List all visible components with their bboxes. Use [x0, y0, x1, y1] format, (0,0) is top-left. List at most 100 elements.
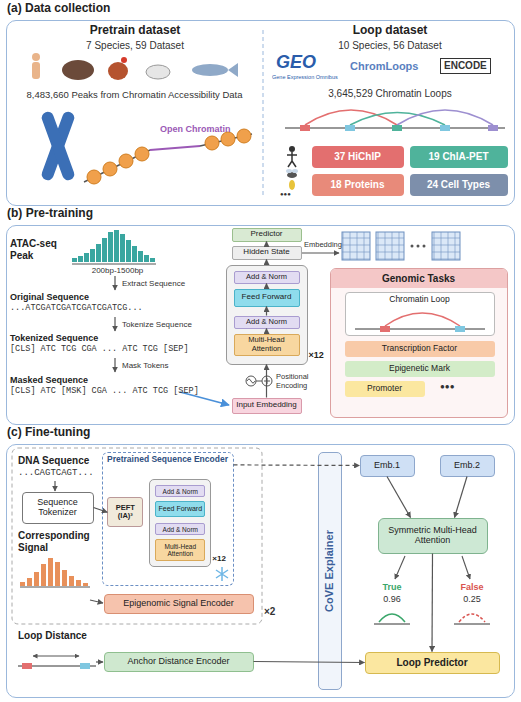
node-text: Promoter	[365, 384, 404, 393]
flow-arrow	[266, 365, 267, 398]
node-text: Add & Norm	[244, 273, 289, 281]
flow-arrow	[266, 260, 267, 265]
text-label: 10 Species, 56 Dataset	[270, 40, 510, 52]
task-box: Chromatin Loop	[345, 292, 495, 336]
node-text: Symmetric Multi-Head Attention	[379, 526, 487, 546]
node-text: PEFT (IA)³	[108, 504, 142, 521]
text-label: ...ATCGATCGATCGATCGATCG...	[10, 304, 210, 314]
encoder-block: ×12Add & NormFeed ForwardAdd & NormMulti…	[149, 479, 211, 567]
node-text: 18 Proteins	[329, 179, 387, 190]
text-label: Loop Distance	[18, 630, 98, 642]
node-text: (c) Fine-tuning	[7, 426, 90, 439]
node-text: Hidden State	[241, 248, 291, 257]
node-text: Loop Predictor	[394, 657, 469, 668]
text-label: Positional Encoding	[276, 373, 326, 390]
text-label: Pretrain dataset	[20, 24, 250, 38]
flow-arrow	[266, 242, 267, 246]
node-text: 37 HiChIP	[332, 151, 383, 162]
node-text: Add & Norm	[161, 488, 200, 495]
embedding-box: Emb.2	[440, 455, 495, 477]
node-text: Input Embedding	[234, 401, 299, 410]
text-label: Original Sequence	[10, 292, 130, 302]
text-label: ×2	[264, 606, 288, 618]
text-label: 8,483,660 Peaks from Chromatin Accessibi…	[12, 90, 257, 101]
text-label: 200bp-1500bp	[70, 266, 165, 275]
node-text: Feed Forward	[240, 293, 294, 302]
layer-box: Feed Forward	[234, 289, 300, 307]
flow-arrow	[387, 477, 411, 518]
layer-box: Multi-Head Attention	[234, 334, 300, 356]
node-text: ×12	[309, 351, 324, 361]
layer-box: Multi-Head Attention	[155, 539, 205, 561]
count-box: 24 Cell Types	[410, 174, 508, 196]
node-text: Add & Norm	[244, 318, 289, 326]
text-label: 0.25	[452, 594, 492, 604]
count-box: 19 ChIA-PET	[410, 146, 508, 168]
layer-box: Add & Norm	[234, 271, 300, 284]
text-label: Loop dataset	[270, 24, 510, 38]
flow-arrow	[455, 477, 468, 518]
process-box: Sequence Tokenizer	[22, 492, 94, 524]
node-text: Multi-Head Attention	[156, 543, 204, 557]
count-box: 18 Proteins	[312, 174, 404, 196]
text-label: ENCODE	[440, 58, 491, 74]
node-text: ×12	[212, 555, 226, 564]
node-text: Sequence Tokenizer	[23, 498, 93, 518]
flow-arrow	[431, 554, 433, 652]
text-label: ...CAGTCAGT...	[18, 468, 108, 478]
node-text: Genomic Tasks	[331, 269, 507, 288]
adapter-box: PEFT (IA)³	[107, 497, 143, 527]
node-text: Chromatin Loop	[387, 295, 451, 304]
text-label: ●●●	[440, 382, 490, 391]
text-label: Masked Sequence	[10, 375, 130, 385]
node-text: 19 ChIA-PET	[426, 151, 490, 162]
text-label: [CLS] ATC [MSK] CGA ... ATC TCG [SEP]	[10, 387, 210, 397]
process-box: Predictor	[232, 228, 302, 242]
process-box: Epigenomic Signal Encoder	[104, 594, 254, 614]
node-text: Add & Norm	[161, 526, 200, 533]
explainer-band: CoVE Explainer	[318, 452, 342, 690]
layer-box: Feed Forward	[155, 501, 205, 517]
encoder-group: Pretrained Sequence EncoderPEFT (IA)³ ×12…	[102, 452, 234, 586]
text-label: ChromLoops	[350, 60, 425, 73]
text-label: True	[372, 582, 412, 592]
text-label: Open Chromatin	[160, 124, 250, 134]
flow-arrow	[254, 662, 365, 663]
node-text: Emb.1	[372, 461, 402, 471]
layer-box: Add & Norm	[155, 485, 205, 497]
node-text: Predictor	[248, 230, 284, 239]
node-text: Epigenomic Signal Encoder	[121, 599, 236, 609]
text-label: 0.96	[372, 594, 412, 604]
text-label: Mask Tokens	[122, 361, 212, 370]
panel-box: (c) Fine-tuningSequence TokenizerPretrai…	[6, 444, 515, 698]
flow-arrow	[234, 464, 360, 466]
text-label: Extract Sequence	[122, 279, 212, 288]
text-label: ATAC-seq Peak	[10, 238, 65, 261]
text-label: GEO	[276, 52, 336, 73]
text-label: Gene Expression Omnibus	[272, 74, 347, 80]
node-text: 24 Cell Types	[425, 179, 492, 190]
process-box: Hidden State	[232, 246, 302, 260]
node-text: (b) Pre-training	[7, 207, 93, 220]
task-group: Genomic TasksChromatin LoopTranscription…	[330, 268, 508, 418]
layer-box: Add & Norm	[155, 523, 205, 535]
node-text: Transcription Factor	[380, 344, 459, 353]
flow-arrow	[266, 284, 267, 289]
node-text: (a) Data collection	[7, 2, 110, 15]
flow-arrow	[266, 329, 267, 334]
text-label: 3,645,529 Chromatin Loops	[270, 88, 510, 100]
node-text: Feed Forward	[157, 505, 205, 513]
node-text: Epigenetic Mark	[387, 364, 452, 373]
task-box: Promoter	[345, 381, 425, 397]
task-box: Epigenetic Mark	[345, 361, 495, 377]
node-text: Pretrained Sequence Encoder	[105, 455, 230, 464]
count-box: 37 HiChIP	[312, 146, 404, 168]
process-box: Anchor Distance Encoder	[104, 652, 254, 672]
text-label: False	[452, 582, 492, 592]
process-box: Input Embedding	[232, 398, 302, 414]
text-label: [CLS] ATC TCG CGA ... ATC TCG [SEP]	[10, 345, 210, 355]
node-text: CoVE Explainer	[323, 530, 335, 612]
embedding-box: Emb.1	[360, 455, 415, 477]
node-text: Emb.2	[452, 461, 482, 471]
